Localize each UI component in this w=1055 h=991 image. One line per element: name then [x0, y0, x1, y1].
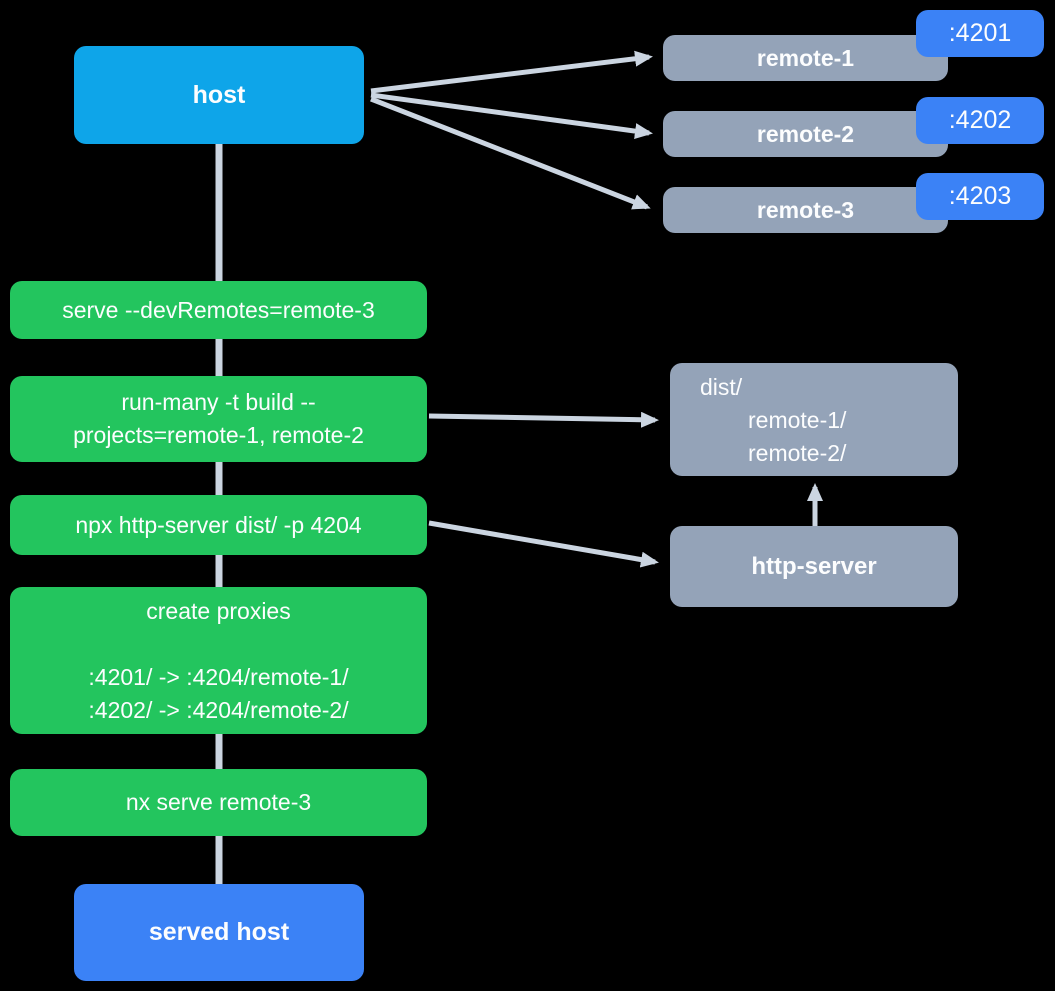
arrow-npx-to-http-server: [428, 520, 659, 568]
remote-3-label: remote-3: [756, 196, 855, 223]
dist-folder-remote-2: remote-2/: [748, 440, 847, 466]
step-create-proxies: create proxies :4201/ -> :4204/remote-1/…: [10, 587, 427, 734]
remote-3-node: remote-3: [663, 187, 948, 233]
step-run-many-line1: run-many -t build --: [121, 389, 316, 415]
remote-3-port-badge: :4203: [916, 173, 1044, 220]
arrow-host-to-remote-3: [370, 96, 651, 210]
proxy-rule-2: :4202/ -> :4204/remote-2/: [88, 696, 349, 723]
remote-1-label: remote-1: [756, 44, 855, 71]
step-npx-http-server: npx http-server dist/ -p 4204: [10, 495, 427, 555]
proxy-rule-1: :4201/ -> :4204/remote-1/: [88, 663, 349, 690]
dist-folder-root: dist/: [700, 374, 743, 400]
remote-2-port-badge: :4202: [916, 97, 1044, 144]
step-run-many-build: run-many -t build -- projects=remote-1, …: [10, 376, 427, 462]
http-server-label: http-server: [751, 552, 877, 580]
arrow-run-many-to-dist: [428, 411, 659, 428]
arrow-host-to-remote-2: [370, 92, 653, 140]
host-node: host: [74, 46, 364, 144]
arrow-host-to-remote-1: [370, 50, 653, 94]
remote-1-node: remote-1: [663, 35, 948, 81]
host-label: host: [192, 80, 246, 109]
create-proxies-title: create proxies: [146, 597, 291, 624]
served-host-node: served host: [74, 884, 364, 981]
dist-folder-remote-1: remote-1/: [748, 407, 847, 433]
remote-1-port-badge: :4201: [916, 10, 1044, 57]
remote-2-label: remote-2: [756, 120, 855, 147]
served-host-label: served host: [148, 918, 290, 946]
http-server-node: http-server: [670, 526, 958, 607]
step-serve-dev-remotes: serve --devRemotes=remote-3: [10, 281, 427, 339]
step-npx-http-server-label: npx http-server dist/ -p 4204: [75, 511, 362, 538]
remote-2-port: :4202: [948, 106, 1012, 134]
remote-2-node: remote-2: [663, 111, 948, 157]
dist-folder-node: dist/ remote-1/ remote-2/: [670, 363, 958, 476]
remote-1-port: :4201: [948, 19, 1012, 47]
step-nx-serve-remote-3: nx serve remote-3: [10, 769, 427, 836]
remote-3-port: :4203: [948, 182, 1012, 210]
step-run-many-line2: projects=remote-1, remote-2: [73, 422, 364, 448]
step-serve-dev-remotes-label: serve --devRemotes=remote-3: [62, 296, 375, 323]
step-nx-serve-remote-3-label: nx serve remote-3: [125, 789, 312, 815]
